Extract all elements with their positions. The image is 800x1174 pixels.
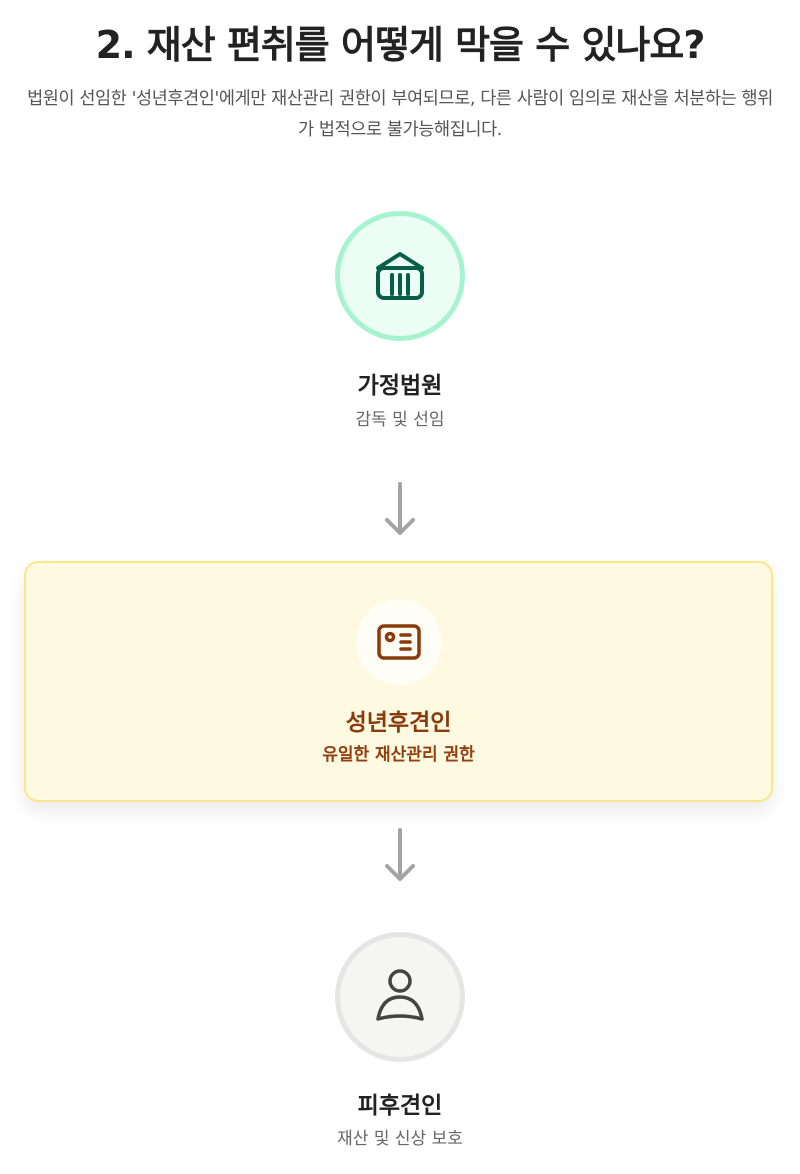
- guardian-title: 성년후견인: [345, 710, 452, 736]
- id-card-icon: [376, 624, 421, 660]
- ward-icon-circle: [335, 932, 465, 1062]
- ward-title: 피후견인: [357, 1093, 443, 1119]
- ward-subtitle: 재산 및 신상 보호: [337, 1129, 463, 1149]
- person-icon: [376, 969, 424, 1021]
- guardian-icon-circle: [355, 599, 442, 685]
- court-icon-circle: [335, 211, 465, 341]
- court-title: 가정법원: [357, 373, 443, 399]
- arrow-down-icon: [385, 482, 415, 535]
- page-description: 법원이 선임한 '성년후견인'에게만 재산관리 권한이 부여되므로, 다른 사람…: [27, 89, 773, 140]
- guardian-subtitle: 유일한 재산관리 권한: [322, 745, 475, 765]
- guardian-card: 성년후견인 유일한 재산관리 권한: [24, 561, 773, 802]
- arrow-down-icon: [385, 828, 415, 881]
- courthouse-icon: [376, 252, 424, 300]
- court-subtitle: 감독 및 선임: [355, 410, 445, 430]
- page-title: 2. 재산 편취를 어떻게 막을 수 있나요?: [95, 23, 706, 67]
